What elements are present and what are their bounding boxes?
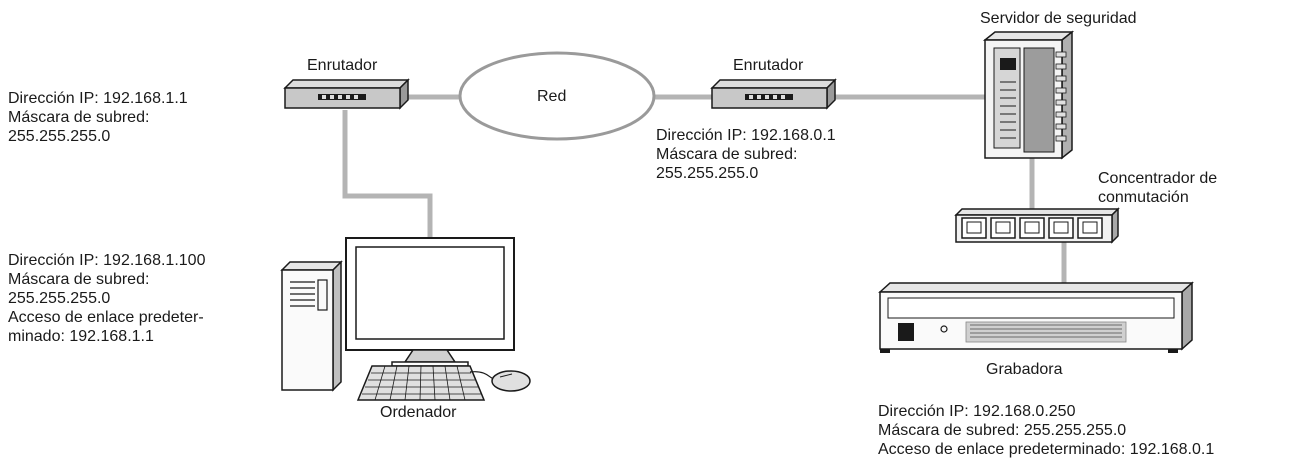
computer-title: Ordenador <box>380 404 457 421</box>
switch-icon <box>954 207 1120 244</box>
pc-tower-icon <box>280 260 343 392</box>
switch-title: Concentrador de conmutación <box>1098 170 1218 206</box>
recorder-title: Grabadora <box>986 361 1063 378</box>
left-router-icon <box>283 78 410 110</box>
recorder-info: Dirección IP: 192.168.0.250 Máscara de s… <box>878 403 1215 458</box>
left-router-title: Enrutador <box>307 57 378 74</box>
right-router-icon <box>710 78 837 110</box>
recorder-icon <box>878 281 1194 353</box>
server-title: Servidor de seguridad <box>980 10 1137 27</box>
link-left-router-computer <box>342 110 433 238</box>
computer-info: Dirección IP: 192.168.1.100 Máscara de s… <box>8 252 206 345</box>
monitor-icon <box>345 237 515 367</box>
network-cloud <box>458 51 656 141</box>
connection-lines <box>342 94 1067 284</box>
keyboard-icon <box>356 365 486 401</box>
left-router-info: Dirección IP: 192.168.1.1 Máscara de sub… <box>8 90 188 145</box>
network-label: Red <box>537 88 567 105</box>
right-router-info: Dirección IP: 192.168.0.1 Máscara de sub… <box>656 127 836 182</box>
server-icon <box>982 30 1075 160</box>
right-router-title: Enrutador <box>733 57 804 74</box>
mouse-icon <box>469 370 531 392</box>
